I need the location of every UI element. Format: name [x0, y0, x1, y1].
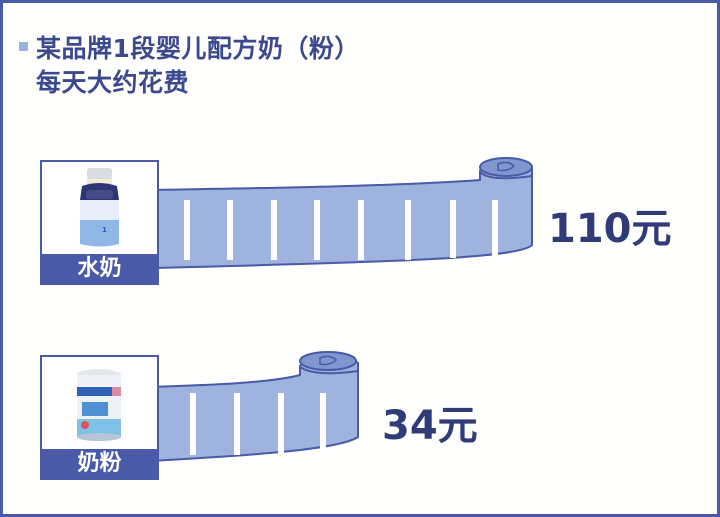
ribbon-bar-liquid-milk: [150, 157, 533, 270]
product-label: 奶粉: [42, 449, 157, 478]
svg-text:1: 1: [102, 226, 107, 234]
chart-title: 某品牌1段婴儿配方奶（粉） 每天大约花费: [19, 32, 360, 100]
value-label-liquid-milk: 110元: [548, 206, 672, 252]
ribbon-bar-formula: [150, 351, 359, 463]
title-line-1: 某品牌1段婴儿配方奶（粉）: [36, 34, 360, 63]
title-bullet-icon: [19, 42, 28, 51]
product-label: 水奶: [42, 254, 157, 283]
ribbon-ticks: [190, 393, 326, 455]
title-line-2: 每天大约花费: [36, 68, 190, 97]
product-card-formula: 奶粉: [40, 355, 159, 480]
value-label-formula: 34元: [382, 403, 478, 449]
ribbon-ticks: [184, 200, 498, 260]
formula-can-icon: [42, 357, 157, 449]
product-card-liquid-milk: 1 水奶: [40, 160, 159, 285]
liquid-milk-bottle-icon: 1: [42, 162, 157, 254]
